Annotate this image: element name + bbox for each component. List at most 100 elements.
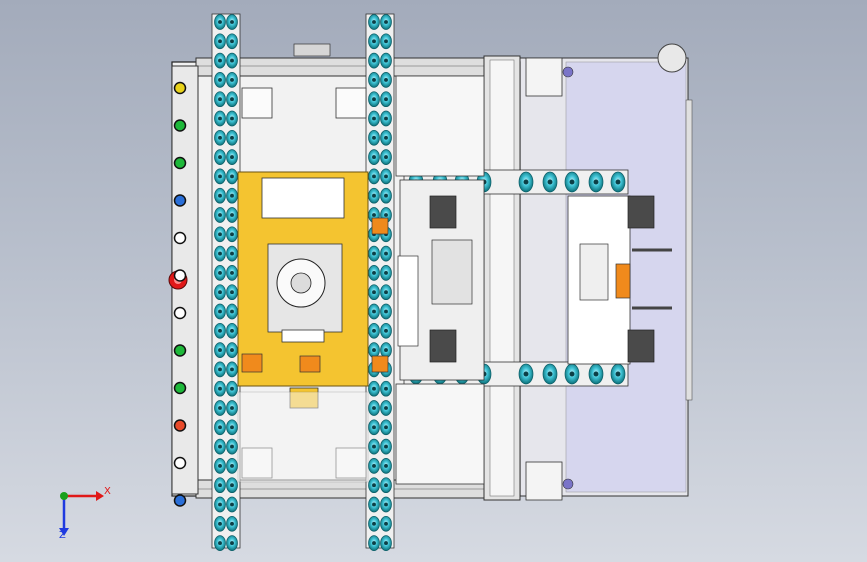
- roller-hub: [384, 502, 388, 507]
- roller-hub: [372, 270, 376, 275]
- roller-hub: [384, 444, 388, 449]
- roller-hub: [615, 179, 621, 185]
- roller-hub: [218, 463, 222, 468]
- roller-hub: [218, 290, 222, 295]
- roller-hub: [384, 425, 388, 430]
- roller-hub: [372, 541, 376, 546]
- roller-hub: [372, 328, 376, 333]
- roller-hub: [230, 213, 234, 217]
- roller-hub: [372, 463, 376, 468]
- roller-hub: [372, 502, 376, 507]
- right-extension-panel: [519, 43, 693, 497]
- roller-hub: [218, 39, 222, 44]
- roller-hub: [372, 521, 376, 526]
- roller-hub: [218, 77, 222, 82]
- roller-hub: [218, 270, 222, 275]
- roller-hub: [230, 135, 234, 140]
- roller-hub: [384, 386, 388, 391]
- roller-hub: [230, 174, 234, 179]
- roller-hub: [372, 97, 376, 102]
- roller-hub: [372, 483, 376, 488]
- roller-hub: [218, 58, 222, 63]
- indicator-green: [173, 119, 187, 132]
- roller-hub: [384, 77, 388, 82]
- roller-hub: [384, 155, 388, 160]
- roller-hub: [384, 135, 388, 140]
- roller-hub: [230, 386, 234, 391]
- roller-hub: [523, 179, 529, 185]
- roller-hub: [218, 232, 222, 237]
- roller-hub: [230, 97, 234, 102]
- roller-hub: [218, 251, 222, 256]
- roller-hub: [230, 348, 234, 353]
- coordinate-triad: [59, 491, 104, 536]
- roller-hub: [230, 251, 234, 256]
- indicator-red: [173, 419, 187, 432]
- roller-hub: [230, 502, 234, 507]
- roller-hub: [230, 39, 234, 44]
- roller-hub: [218, 193, 222, 198]
- roller-hub: [230, 309, 234, 314]
- indicator-column: [173, 81, 187, 507]
- motor-brackets: [293, 43, 574, 501]
- roller-hub: [547, 179, 553, 185]
- roller-hub: [372, 193, 376, 198]
- roller-hub: [384, 20, 388, 24]
- roller-hub: [384, 328, 388, 333]
- roller-hub: [523, 371, 529, 377]
- roller-hub: [218, 386, 222, 391]
- roller-hub: [372, 20, 376, 24]
- roller-hub: [218, 328, 222, 333]
- roller-hub: [218, 483, 222, 488]
- roller-hub: [384, 213, 388, 217]
- roller-hub: [230, 58, 234, 63]
- roller-hub: [218, 309, 222, 314]
- roller-hub: [372, 213, 376, 217]
- roller-hub: [384, 270, 388, 275]
- roller-hub: [384, 58, 388, 63]
- roller-hub: [372, 386, 376, 391]
- roller-hub: [230, 521, 234, 526]
- roller-hub: [384, 348, 388, 353]
- roller-hub: [218, 116, 222, 121]
- roller-hub: [230, 77, 234, 82]
- roller-hub: [218, 20, 222, 24]
- roller-hub: [384, 309, 388, 314]
- roller-hub: [230, 425, 234, 430]
- roller-hub: [372, 58, 376, 63]
- roller-hub: [218, 367, 222, 372]
- roller-hub: [230, 155, 234, 160]
- axis-x-label: X: [104, 486, 111, 497]
- roller-hub: [230, 367, 234, 372]
- roller-hub: [372, 309, 376, 314]
- roller-hub: [384, 116, 388, 121]
- roller-hub: [372, 155, 376, 160]
- roller-hub: [218, 521, 222, 526]
- roller-hub: [218, 97, 222, 102]
- indicator-white: [173, 306, 187, 320]
- roller-hub: [218, 174, 222, 179]
- roller-hub: [218, 155, 222, 160]
- roller-hub: [547, 371, 553, 377]
- lift-modules: [395, 75, 485, 485]
- roller-hub: [230, 20, 234, 24]
- roller-hub: [230, 463, 234, 468]
- indicator-green: [173, 381, 187, 395]
- axis-z-label: Z: [59, 530, 66, 541]
- roller-hub: [218, 541, 222, 546]
- indicator-white: [173, 269, 187, 282]
- roller-hub: [372, 444, 376, 449]
- roller-hub: [384, 463, 388, 468]
- roller-belt-right: [365, 13, 395, 551]
- roller-hub: [384, 174, 388, 179]
- roller-belt-left: [211, 13, 241, 551]
- roller-hub: [372, 425, 376, 430]
- indicator-blue: [173, 194, 187, 207]
- clamp-blocks: [237, 87, 369, 483]
- roller-hub: [593, 179, 599, 185]
- indicator-white: [173, 456, 187, 470]
- roller-hub: [384, 541, 388, 546]
- roller-hub: [384, 406, 388, 410]
